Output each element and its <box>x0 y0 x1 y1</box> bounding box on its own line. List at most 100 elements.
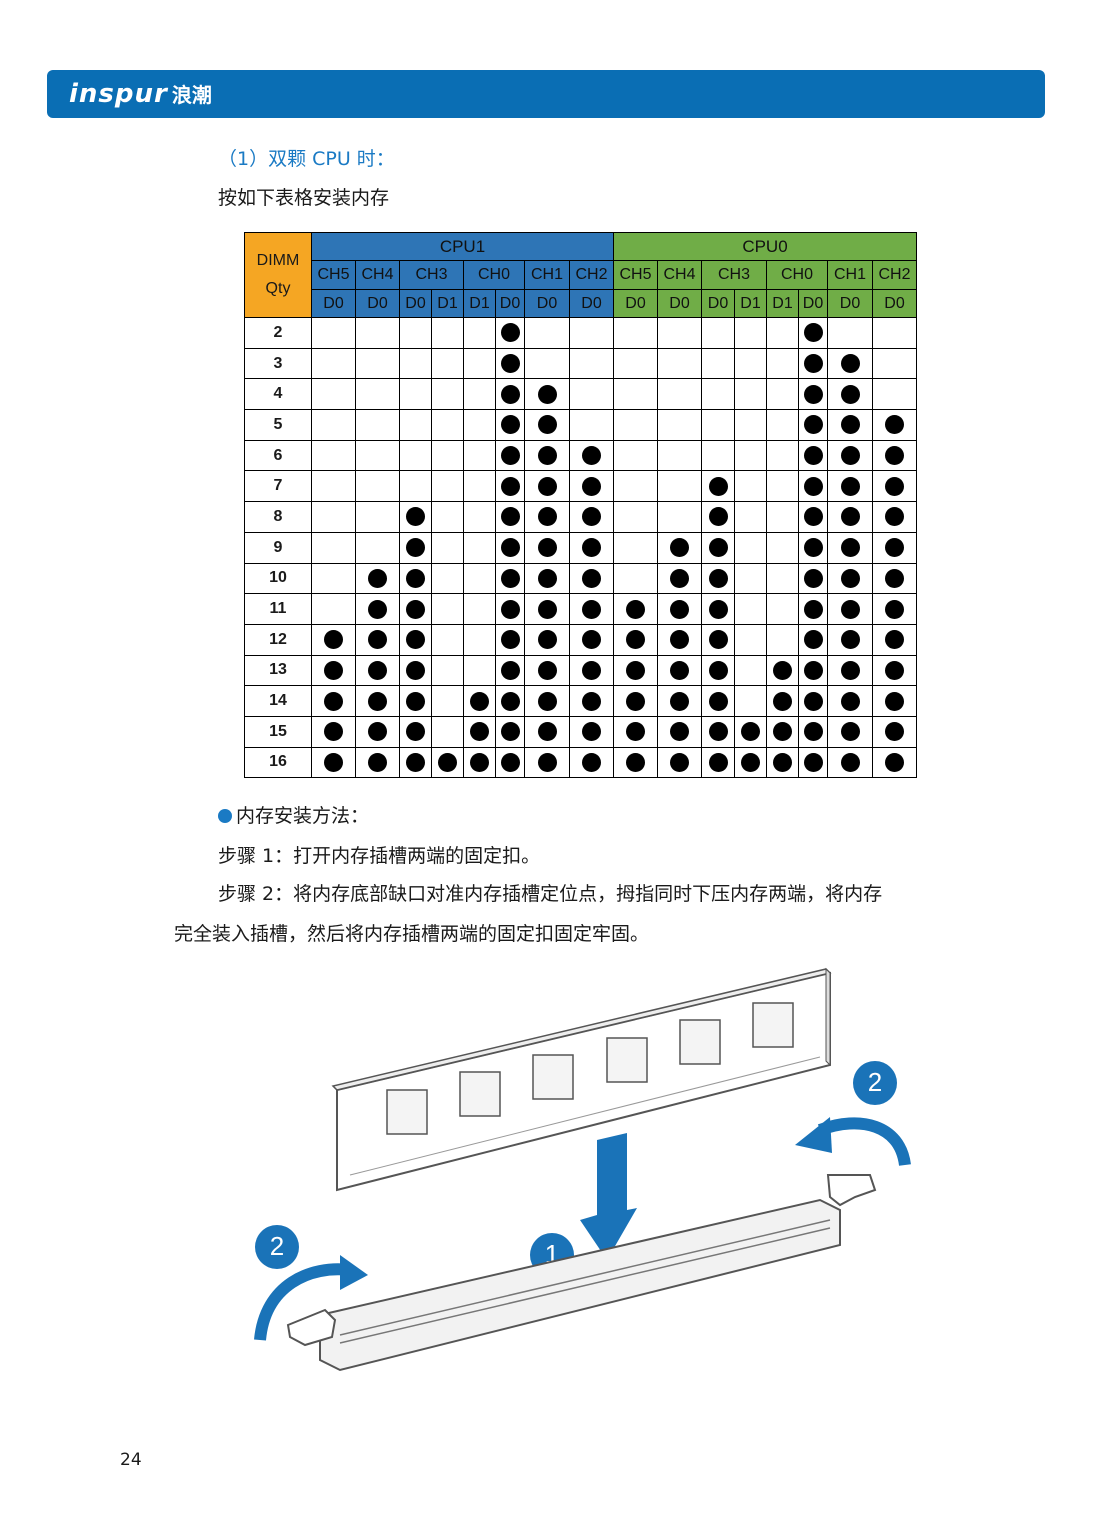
populated-dot-icon <box>582 630 601 650</box>
slot-cell <box>827 470 873 503</box>
populated-dot-icon <box>803 660 823 680</box>
populated-dot-icon <box>537 507 557 527</box>
latch-arrow-right-icon: 2 <box>795 1061 911 1167</box>
slot-cell <box>734 746 767 779</box>
slot-cell <box>569 470 614 503</box>
slot-cell <box>734 347 767 380</box>
channel-header: CH1 <box>827 260 873 290</box>
dimm-qty-cell: 3 <box>244 347 312 380</box>
populated-dot-icon <box>537 538 557 558</box>
slot-cell <box>657 654 702 687</box>
slot-cell <box>431 715 464 748</box>
slot-cell <box>431 685 464 717</box>
slot-cell <box>766 685 799 717</box>
populated-dot-icon <box>537 568 557 588</box>
slot-cell <box>495 623 525 656</box>
slot-cell <box>872 439 917 472</box>
dimm-qty-cell: 4 <box>244 378 312 411</box>
slot-cell <box>827 562 873 595</box>
slot-cell <box>766 439 799 472</box>
intro-text: 按如下表格安装内存 <box>218 187 390 209</box>
slot-cell <box>355 378 400 411</box>
slot-cell <box>872 501 917 533</box>
populated-dot-icon <box>773 722 792 742</box>
slot-cell <box>657 347 702 380</box>
slot-cell <box>399 531 432 564</box>
populated-dot-icon <box>582 476 601 496</box>
slot-cell <box>463 378 496 411</box>
slot-cell <box>524 593 570 625</box>
slot-cell <box>734 439 767 472</box>
populated-dot-icon <box>537 415 557 435</box>
slot-cell <box>657 501 702 533</box>
slot-cell <box>734 593 767 625</box>
slot-cell <box>613 317 658 349</box>
populated-dot-icon <box>840 384 860 404</box>
slot-cell <box>431 746 464 779</box>
slot-cell <box>495 347 525 380</box>
table-row: 16 <box>244 746 917 779</box>
slot-cell <box>399 378 432 411</box>
slot-cell <box>657 685 702 717</box>
populated-dot-icon <box>537 752 557 772</box>
table-row: 5 <box>244 409 917 441</box>
populated-dot-icon <box>500 568 520 588</box>
slot-cell <box>355 317 400 349</box>
channel-header: CH2 <box>569 260 614 290</box>
slot-cell <box>431 501 464 533</box>
slot-cell <box>613 685 658 717</box>
populated-dot-icon <box>803 722 823 742</box>
channel-header: CH5 <box>311 260 356 290</box>
slot-cell <box>827 501 873 533</box>
slot-header: D0 <box>701 289 735 318</box>
slot-cell <box>872 378 917 411</box>
populated-dot-icon <box>803 538 823 558</box>
memory-install-illustration: 1 2 2 <box>254 967 911 1372</box>
populated-dot-icon <box>840 507 860 527</box>
slot-cell <box>734 378 767 411</box>
slot-cell <box>798 654 828 687</box>
populated-dot-icon <box>368 691 387 711</box>
slot-cell <box>463 746 496 779</box>
slot-cell <box>657 715 702 748</box>
populated-dot-icon <box>626 660 645 680</box>
populated-dot-icon <box>500 415 520 435</box>
slot-cell <box>495 470 525 503</box>
populated-dot-icon <box>670 599 689 619</box>
populated-dot-icon <box>537 599 557 619</box>
populated-dot-icon <box>885 538 904 558</box>
dimm-qty-cell: 13 <box>244 654 312 687</box>
slot-cell <box>798 593 828 625</box>
slot-cell <box>495 531 525 564</box>
slot-cell <box>399 685 432 717</box>
populated-dot-icon <box>500 446 520 466</box>
slot-cell <box>827 593 873 625</box>
slot-cell <box>311 501 356 533</box>
slot-cell <box>431 654 464 687</box>
slot-cell <box>355 654 400 687</box>
slot-cell <box>798 531 828 564</box>
table-row: 13 <box>244 654 917 687</box>
slot-cell <box>766 501 799 533</box>
slot-cell <box>766 470 799 503</box>
table-row: 10 <box>244 562 917 595</box>
populated-dot-icon <box>500 538 520 558</box>
method-title: 内存安装方法： <box>218 803 369 829</box>
slot-cell <box>355 347 400 380</box>
populated-dot-icon <box>626 630 645 650</box>
slot-cell <box>569 685 614 717</box>
slot-header: D0 <box>311 289 356 318</box>
slot-cell <box>495 746 525 779</box>
slot-cell <box>431 593 464 625</box>
slot-cell <box>569 623 614 656</box>
slot-cell <box>613 501 658 533</box>
channel-header: CH1 <box>524 260 570 290</box>
slot-cell <box>355 715 400 748</box>
populated-dot-icon <box>803 415 823 435</box>
slot-cell <box>311 685 356 717</box>
slot-cell <box>524 562 570 595</box>
slot-cell <box>495 317 525 349</box>
slot-cell <box>657 746 702 779</box>
slot-cell <box>827 531 873 564</box>
populated-dot-icon <box>537 384 557 404</box>
